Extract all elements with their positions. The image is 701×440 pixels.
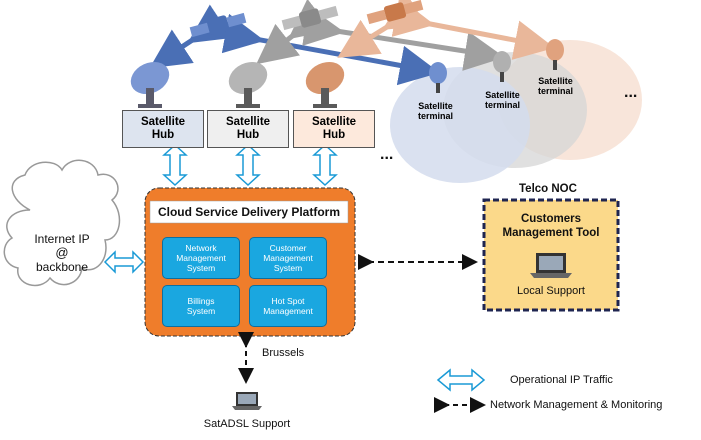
module-hot-spot-management: Hot Spot Management	[249, 285, 327, 327]
legend-ip-traffic-symbol	[436, 368, 486, 392]
terminal-dish-icon-orange	[546, 39, 564, 70]
module-network-management: Network Management System	[162, 237, 240, 279]
noc-title: Customers Management Tool	[502, 213, 600, 239]
satellite-hub-orange: Satellite Hub	[293, 110, 375, 148]
link-blue-sat-dish	[149, 4, 232, 69]
link-grey-sat-terminal	[302, 6, 505, 71]
cloud-line-2: @	[55, 245, 69, 260]
platform-title: Cloud Service Delivery Platform	[157, 205, 341, 219]
module-customer-management: Customer Management System	[249, 237, 327, 279]
satellite-icon-grey	[281, 5, 339, 31]
hub-label: Satellite Hub	[225, 116, 271, 141]
more-hubs-ellipsis: ...	[380, 146, 394, 163]
terminal-dish-icon-blue	[429, 62, 447, 93]
hub-label: Satellite Hub	[311, 116, 357, 141]
cloud-platform-arrow	[103, 250, 145, 274]
cloud-line-1: Internet IP	[34, 232, 90, 246]
cloud-label: Internet IP @ backbone	[26, 232, 98, 274]
terminal-label-blue: Satellite terminal	[418, 101, 454, 121]
laptop-icon-satadsl-support	[232, 392, 262, 410]
noc-label: Telco NOC	[519, 183, 577, 195]
noc-support-label: Local Support	[517, 285, 585, 297]
module-billings: Billings System	[162, 285, 240, 327]
legend-mgmt-label: Network Management & Monitoring	[490, 399, 663, 411]
satellite-icon-blue	[189, 12, 247, 38]
dish-icon-grey	[228, 61, 268, 108]
hub-platform-arrow-orange	[312, 143, 338, 187]
internet-cloud	[3, 159, 121, 287]
satellite-hub-blue: Satellite Hub	[122, 110, 204, 148]
terminal-label-grey: Satellite terminal	[485, 90, 521, 110]
link-orange-sat-dish	[337, 0, 427, 58]
satellite-hub-grey: Satellite Hub	[207, 110, 289, 148]
link-grey-sat-dish	[256, 0, 333, 65]
link-orange-sat-terminal	[391, 0, 555, 60]
terminal-dish-icon-grey	[493, 51, 511, 82]
dish-icon-orange	[305, 61, 345, 108]
satellite-icon-orange	[366, 0, 424, 25]
hub-label: Satellite Hub	[140, 116, 186, 141]
platform-title-box	[149, 200, 349, 224]
cloud-line-3: backbone	[35, 260, 89, 274]
brussels-label: Brussels	[262, 347, 305, 359]
laptop-icon-local-support	[530, 253, 572, 278]
coverage-area-blue	[390, 67, 530, 183]
terminal-label-orange: Satellite terminal	[538, 76, 574, 96]
legend-ip-traffic-label: Operational IP Traffic	[510, 374, 613, 386]
more-terminals-ellipsis: ...	[624, 84, 638, 101]
dish-icon-blue	[130, 61, 170, 108]
satadsl-support-label: SatADSL Support	[203, 418, 291, 430]
hub-platform-arrow-grey	[235, 143, 261, 187]
hub-platform-arrow-blue	[162, 143, 188, 187]
